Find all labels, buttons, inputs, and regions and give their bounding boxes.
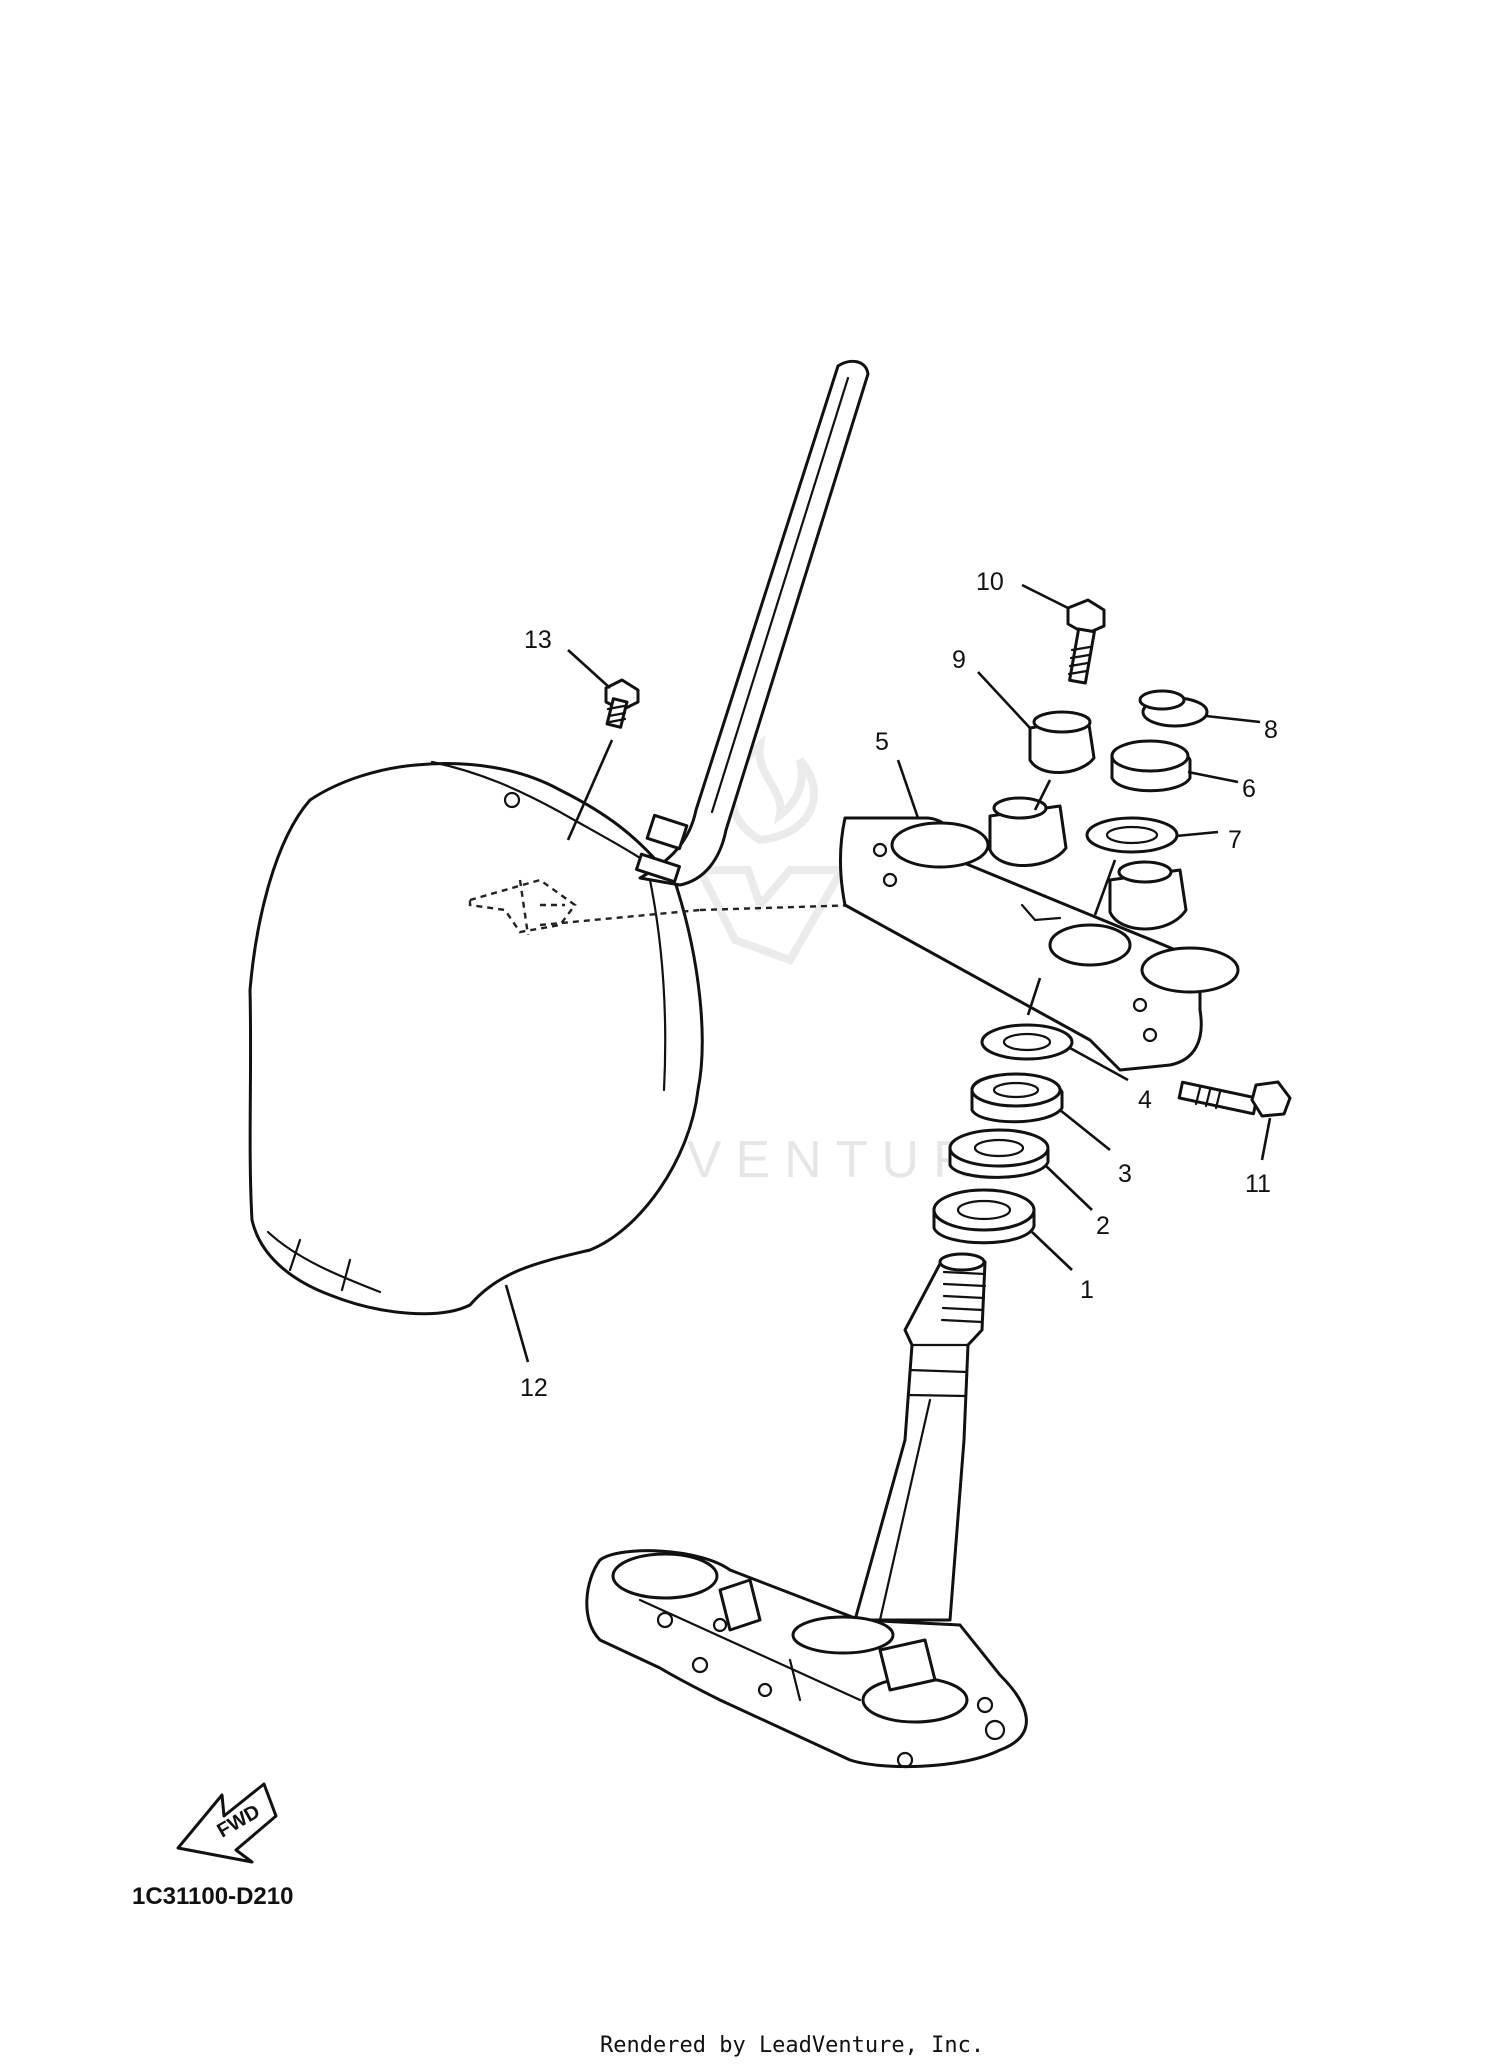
callout-9: 9 bbox=[952, 646, 966, 674]
bearing-1 bbox=[932, 1188, 1036, 1245]
bolt-13 bbox=[604, 678, 640, 729]
callout-3: 3 bbox=[1118, 1160, 1132, 1188]
bolt-10 bbox=[1066, 598, 1106, 685]
callout-11: 11 bbox=[1245, 1170, 1271, 1198]
steering-stem bbox=[853, 1252, 987, 1622]
lower-bracket bbox=[585, 1549, 1028, 1769]
callout-6: 6 bbox=[1242, 775, 1256, 803]
upper-bracket bbox=[839, 796, 1240, 1072]
hidden-bracket bbox=[468, 878, 577, 936]
leader-13 bbox=[566, 739, 614, 841]
leader-2 bbox=[1044, 1164, 1093, 1211]
diagram-code: 1C31100-D210 bbox=[132, 1883, 293, 1910]
callout-2: 2 bbox=[1096, 1212, 1110, 1240]
leader-9 bbox=[977, 671, 1031, 729]
handlebar-holder-9 bbox=[1028, 710, 1096, 774]
shaft-line-9 bbox=[1033, 779, 1052, 811]
leader-4 bbox=[1069, 1046, 1129, 1082]
damper-8 bbox=[1138, 689, 1209, 728]
leader-13b bbox=[567, 649, 611, 689]
fwd-arrow-icon: FWD bbox=[176, 1782, 278, 1864]
leader-5 bbox=[896, 759, 920, 819]
ring-nut-3 bbox=[970, 1072, 1064, 1124]
shaft-line-4 bbox=[1026, 977, 1042, 1016]
callout-8: 8 bbox=[1264, 716, 1278, 744]
plate-stay bbox=[635, 359, 870, 887]
washer-7 bbox=[1085, 816, 1179, 854]
seal-2 bbox=[948, 1128, 1050, 1179]
callout-10: 10 bbox=[976, 568, 1004, 596]
washer-4 bbox=[980, 1023, 1074, 1061]
bolt-11 bbox=[1177, 1080, 1292, 1118]
damper-6 bbox=[1110, 739, 1192, 793]
callout-12: 12 bbox=[520, 1374, 548, 1402]
leader-10 bbox=[1021, 583, 1069, 610]
credit-text: Rendered by LeadVenture, Inc. bbox=[600, 2033, 984, 2058]
number-plate bbox=[248, 760, 704, 1316]
callout-1: 1 bbox=[1080, 1276, 1094, 1304]
leader-8 bbox=[1205, 714, 1261, 724]
callout-7: 7 bbox=[1228, 826, 1242, 854]
shaft-line-7 bbox=[1093, 859, 1117, 916]
callout-13: 13 bbox=[524, 626, 552, 654]
leader-1 bbox=[1031, 1231, 1073, 1271]
callout-5: 5 bbox=[875, 728, 889, 756]
leader-11 bbox=[1260, 1117, 1272, 1161]
callout-4: 4 bbox=[1138, 1086, 1152, 1114]
leader-3 bbox=[1059, 1108, 1111, 1152]
leader-7 bbox=[1175, 830, 1219, 838]
leader-6 bbox=[1187, 770, 1239, 784]
leader-12 bbox=[504, 1284, 530, 1363]
